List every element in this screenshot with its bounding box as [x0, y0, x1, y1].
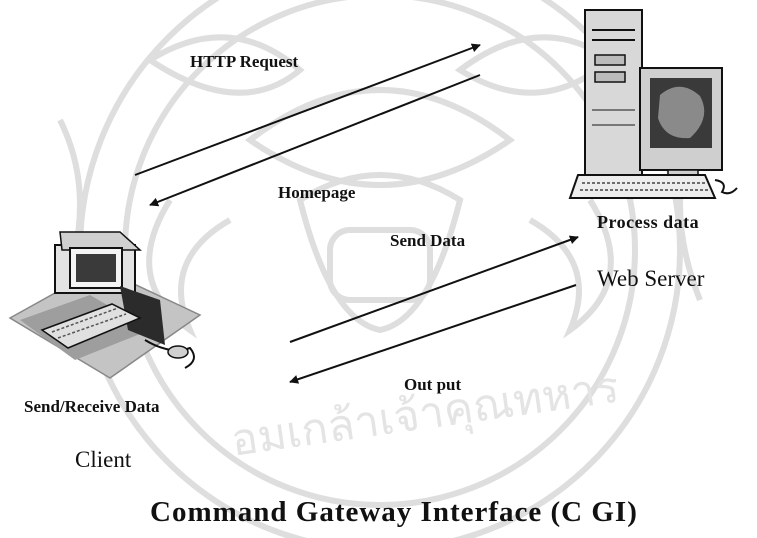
homepage-arrow — [149, 74, 481, 207]
send-data-arrow — [289, 235, 579, 343]
diagram-title: Command Gateway Interface (C GI) — [150, 496, 638, 528]
send-receive-label: Send/Receive Data — [24, 397, 160, 416]
client-computer-icon — [8, 231, 202, 379]
process-data-label: Process data — [597, 212, 700, 232]
client-label: Client — [75, 447, 132, 472]
send-data-label: Send Data — [390, 231, 466, 250]
http-request-label: HTTP Request — [190, 52, 299, 71]
homepage-label: Homepage — [278, 183, 356, 202]
server-computer-icon — [568, 9, 738, 199]
http-request-arrow — [134, 43, 481, 176]
output-arrow — [289, 284, 577, 384]
web-server-label: Web Server — [597, 266, 705, 291]
output-label: Out put — [404, 375, 462, 394]
